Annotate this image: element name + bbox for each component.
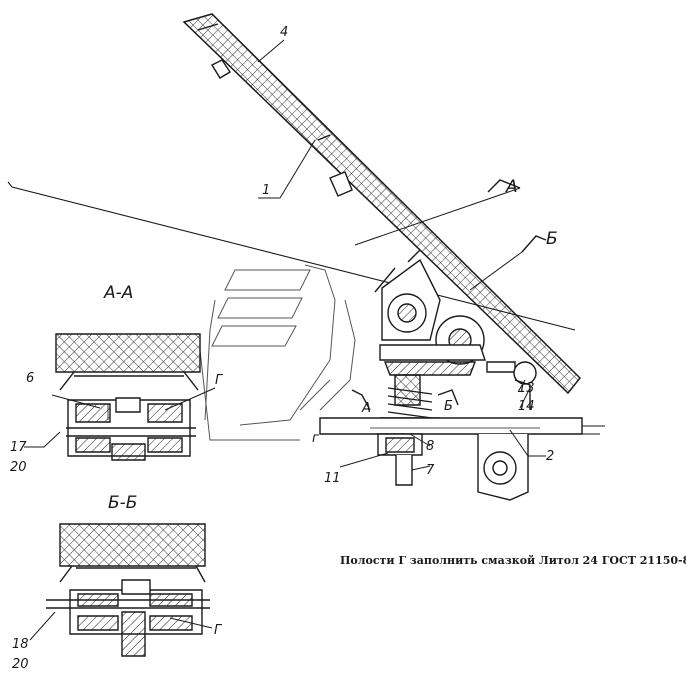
phantom-contour <box>199 264 356 441</box>
label-18: 18 <box>12 637 29 652</box>
label-g-bb: Г <box>214 623 223 638</box>
mark-a-top: А <box>505 177 518 197</box>
label-13: 13 <box>518 381 535 396</box>
label-4: 4 <box>280 25 288 40</box>
hinge-bracket <box>374 249 486 376</box>
base-plate <box>319 417 605 501</box>
label-11: 11 <box>324 471 341 486</box>
label-2: 2 <box>546 449 554 464</box>
leaders <box>257 39 546 471</box>
callout-labels: 4 1 2 8 11 7 13 14 6 17 20 18 20 Г Г г <box>10 25 554 672</box>
label-14: 14 <box>518 399 535 414</box>
cut-arrow-a <box>487 179 521 193</box>
label-1: 1 <box>262 183 270 198</box>
section-aa <box>24 333 216 461</box>
section-marks: А Б А Б А-А Б-Б <box>103 177 558 513</box>
bb-pedal-section <box>59 523 206 567</box>
lubrication-note: Полости Г заполнить смазкой Литол 24 ГОС… <box>340 554 686 567</box>
label-7: 7 <box>426 463 435 478</box>
cut-arrow-a-low <box>351 389 371 411</box>
section-title-aa: А-А <box>103 283 133 303</box>
label-6: 6 <box>26 371 34 386</box>
spring <box>380 374 440 419</box>
section-title-bb: Б-Б <box>108 493 137 513</box>
cut-line-b <box>469 251 523 291</box>
floor-line <box>7 181 576 331</box>
label-17: 17 <box>10 440 27 455</box>
label-8: 8 <box>426 439 434 454</box>
mark-b-low: Б <box>444 399 453 414</box>
mark-a-low: А <box>361 401 371 416</box>
main-view <box>7 13 605 501</box>
aa-pedal-section <box>55 333 201 373</box>
cut-line-a <box>354 187 521 246</box>
cut-arrow-b-low <box>437 389 459 406</box>
pedal-arm <box>182 13 582 395</box>
label-g-aa: Г <box>215 373 224 388</box>
cut-arrow-b <box>521 235 547 253</box>
lower-nut <box>377 433 423 486</box>
label-20-aa: 20 <box>10 460 27 475</box>
stop-bolt <box>486 361 537 410</box>
label-g-main: г <box>312 431 319 446</box>
label-20-bb: 20 <box>12 657 29 672</box>
mark-b-top: Б <box>546 229 558 249</box>
section-bb <box>29 523 213 657</box>
